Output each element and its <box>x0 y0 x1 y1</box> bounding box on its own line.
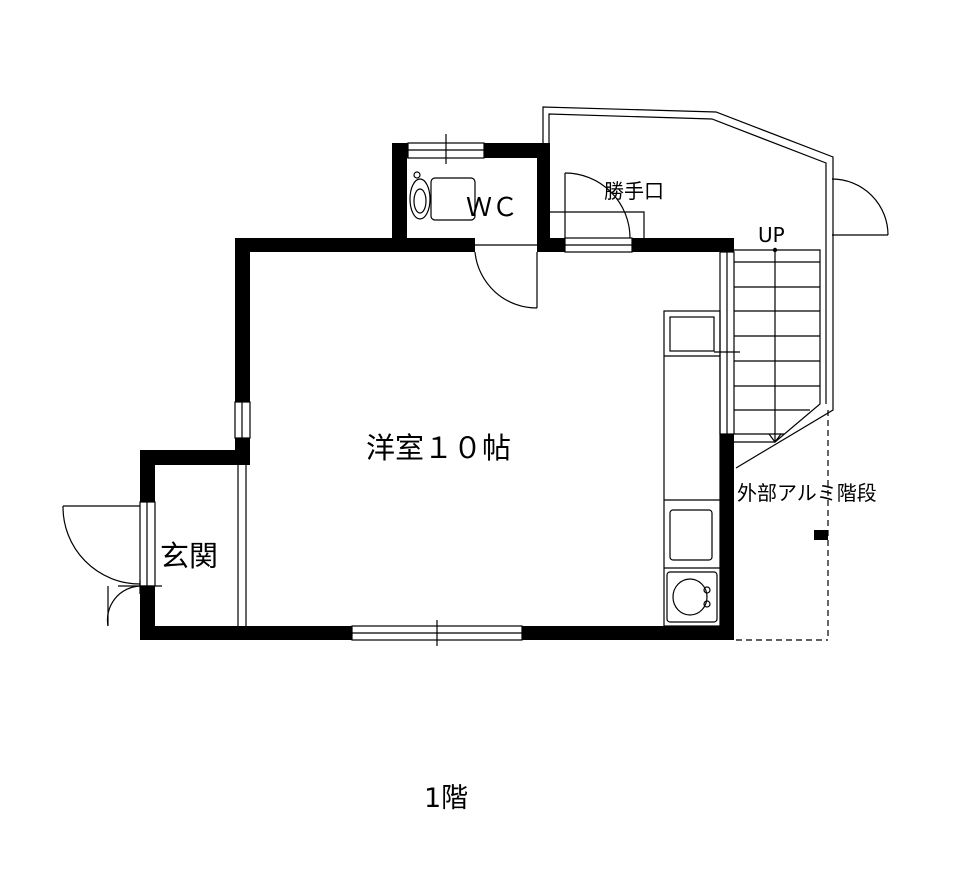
stairs-label: 外部アルミ階段 <box>737 481 877 505</box>
toilet-icon <box>409 171 476 221</box>
back-door-label: 勝手口 <box>604 179 664 203</box>
outdoor-door-icon <box>831 178 889 236</box>
kitchen-counter <box>663 310 721 627</box>
wc-label: ＷＣ <box>466 193 518 223</box>
wc-walls <box>392 134 550 252</box>
exterior-walls <box>140 238 734 640</box>
floor-label: 1階 <box>424 783 468 814</box>
back-door-icon <box>549 172 645 253</box>
wc-door-icon <box>474 244 538 309</box>
staircase <box>734 247 821 443</box>
right-window <box>714 251 740 435</box>
stairs-up-label: UP <box>758 223 785 247</box>
post-marker <box>814 530 828 540</box>
left-window <box>234 401 251 439</box>
bottom-window <box>351 620 523 646</box>
living-room-label: 洋室１０帖 <box>366 431 511 465</box>
entrance-door-icon <box>62 501 162 627</box>
entrance-partition <box>237 465 247 626</box>
entrance-label: 玄関 <box>160 539 218 573</box>
